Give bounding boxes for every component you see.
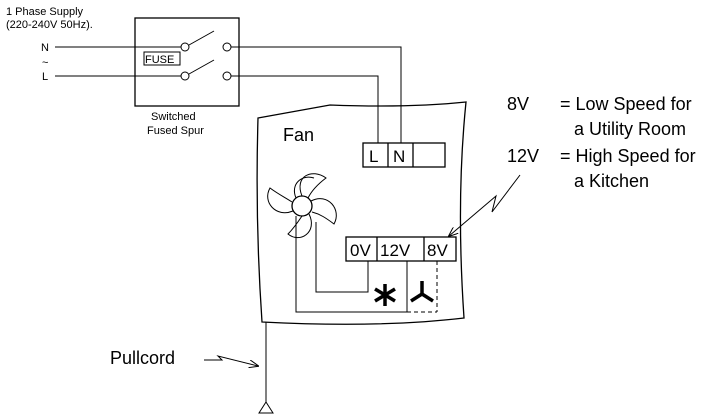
supply-title: 1 Phase Supply — [6, 6, 84, 18]
fan-impeller-icon — [267, 173, 337, 239]
note-8v-text: = Low Speed for — [560, 94, 692, 114]
pullcord-label: Pullcord — [110, 348, 175, 368]
note-12v-voltage: 12V — [507, 146, 539, 166]
motor-common-wire — [295, 216, 407, 313]
spur-label-line1: Switched — [151, 111, 196, 123]
motor-zero-wire — [315, 222, 369, 293]
fan-label: Fan — [283, 125, 314, 145]
neutral-wire-to-fan — [231, 46, 402, 143]
neutral-switch-blade — [188, 30, 215, 46]
fuse-symbol — [143, 51, 181, 66]
supply-spec: (220-240V 50Hz). — [6, 19, 93, 31]
fan-housing — [256, 101, 467, 325]
mains-terminal-block — [362, 142, 446, 168]
fuse-label: FUSE — [145, 54, 174, 66]
neutral-label: N — [41, 42, 49, 54]
live-switch-contact-right — [222, 71, 232, 81]
terminal-0v: 0V — [350, 241, 371, 260]
neutral-switch-contact-right — [222, 42, 232, 52]
note-12v-text: = High Speed for — [560, 146, 696, 166]
terminal-live: L — [369, 147, 378, 166]
low-speed-icon — [410, 281, 434, 303]
spur-label-line2: Fused Spur — [147, 125, 204, 137]
pullcord-handle — [258, 401, 274, 414]
live-switch-contact-left — [180, 71, 190, 81]
note-kitchen: a Kitchen — [574, 171, 649, 191]
live-wire-to-fan — [231, 75, 379, 143]
note-8v-voltage: 8V — [507, 94, 529, 114]
terminal-12v: 12V — [380, 241, 411, 260]
tilde-label: ~ — [42, 57, 48, 69]
note-callout-arrow — [449, 174, 521, 236]
live-label: L — [42, 71, 48, 83]
high-speed-icon — [374, 284, 396, 306]
speed-terminal-block — [345, 236, 457, 262]
neutral-switch-contact-left — [180, 42, 190, 52]
live-switch-blade — [188, 59, 215, 75]
note-utility-room: a Utility Room — [574, 119, 686, 139]
terminal-neutral: N — [393, 147, 405, 166]
pullcord-arrow — [204, 355, 258, 366]
terminal-8v: 8V — [427, 241, 448, 260]
switched-fused-spur-box — [134, 17, 240, 107]
